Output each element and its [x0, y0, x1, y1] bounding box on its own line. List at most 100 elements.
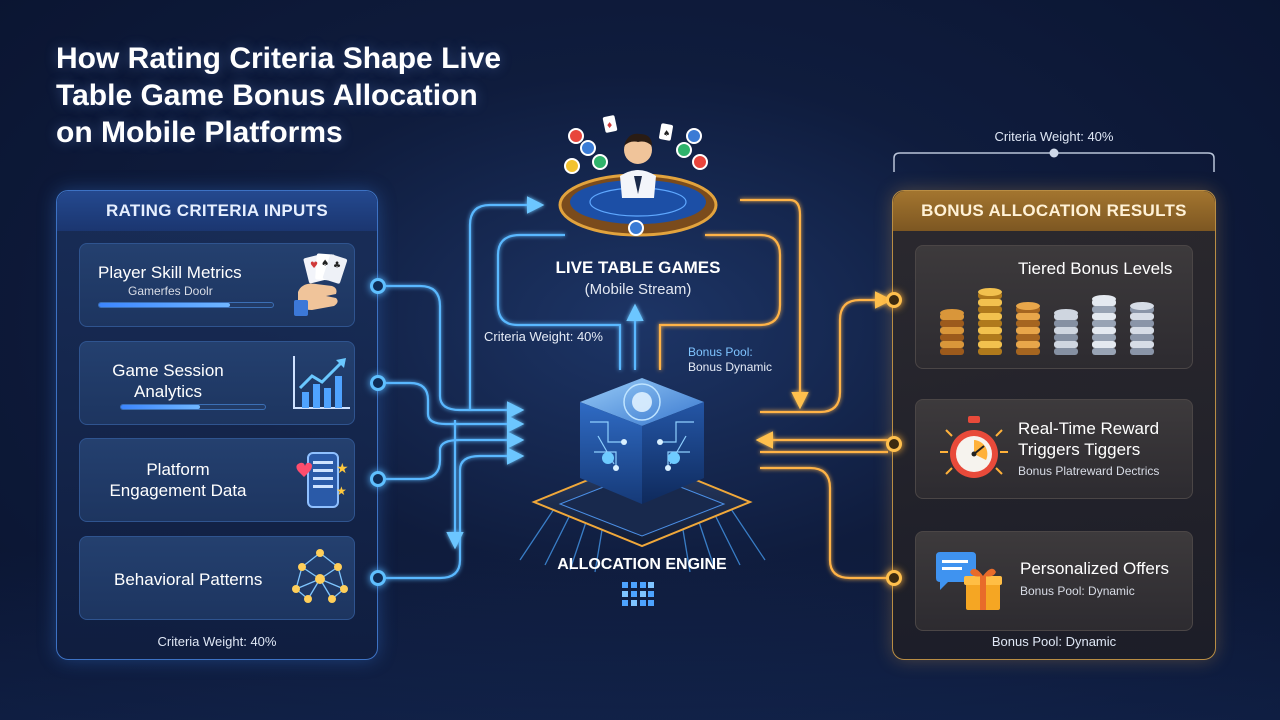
rating-criteria-header: RATING CRITERIA INPUTS	[57, 191, 377, 231]
weight-slider-bracket	[893, 148, 1215, 172]
coin	[940, 334, 964, 341]
port-tiered[interactable]	[886, 292, 902, 308]
port-engagement[interactable]	[370, 471, 386, 487]
coin	[1054, 320, 1078, 327]
coin	[978, 348, 1002, 355]
coin	[1016, 334, 1040, 341]
svg-text:★: ★	[336, 461, 349, 477]
ai-cube-chip-icon	[531, 378, 753, 548]
analytics-progress-bar	[120, 404, 266, 410]
coin	[940, 341, 964, 348]
card-title: Tiered Bonus Levels	[1018, 259, 1173, 278]
criteria-weight-footer: Criteria Weight: 40%	[157, 634, 277, 649]
coin	[1016, 313, 1040, 320]
port-skill[interactable]	[370, 278, 386, 294]
card-title-line-2: Analytics	[133, 382, 203, 401]
network-nodes-icon	[292, 549, 348, 603]
bonus-allocation-header: BONUS ALLOCATION RESULTS	[893, 191, 1215, 231]
coin	[1130, 348, 1154, 355]
wire-analytics-to-engine	[386, 381, 525, 433]
wire-engagement-to-engine	[386, 431, 525, 481]
card-game-session-analytics[interactable]: Game Session Analytics	[79, 341, 355, 425]
card-real-time-reward-triggers[interactable]: Real-Time Reward Triggers Tiggers Bonus …	[915, 399, 1193, 499]
coin	[978, 341, 1002, 348]
port-analytics[interactable]	[370, 375, 386, 391]
wire-engine-to-tiered	[760, 291, 893, 414]
skill-progress-bar	[98, 302, 274, 308]
svg-text:♦: ♦	[606, 121, 613, 130]
bonus-allocation-panel: BONUS ALLOCATION RESULTS Tiered Bonus Le…	[892, 190, 1216, 660]
coin	[1092, 327, 1116, 334]
coin	[1130, 327, 1154, 334]
card-subtitle: Bonus Platreward Dectrics	[1018, 464, 1160, 478]
rising-bar-chart-icon	[293, 356, 350, 409]
title-line-3: on Mobile Platforms	[56, 116, 343, 149]
wire-behavioral-to-engine	[386, 447, 525, 580]
coin-stack-top	[1016, 302, 1040, 310]
coin	[1054, 334, 1078, 341]
coin	[940, 320, 964, 327]
coin	[978, 299, 1002, 306]
wire-gold-up-right	[740, 198, 809, 410]
coin	[1054, 341, 1078, 348]
coin-stack-top	[940, 309, 964, 317]
live-table-subtitle: (Mobile Stream)	[584, 281, 692, 298]
card-title-line-2: Triggers Tiggers	[1018, 440, 1141, 459]
port-behavioral[interactable]	[370, 570, 386, 586]
card-title: Real-Time Reward Triggers Tiggers	[1018, 418, 1159, 460]
coin	[1016, 327, 1040, 334]
coin	[1092, 334, 1116, 341]
coin-stack-top	[1054, 309, 1078, 317]
bonus-pool-footer: Bonus Pool: Dynamic	[991, 634, 1117, 649]
allocation-engine-label: ALLOCATION ENGINE	[557, 556, 727, 573]
coin	[1130, 320, 1154, 327]
wire-table-left-loop	[496, 233, 622, 370]
card-subtitle: Bonus Pool: Dynamic	[1020, 584, 1135, 598]
wire-engine-to-offers	[760, 466, 888, 580]
wire-table-right-loop	[658, 233, 782, 370]
live-dealer-table-icon: ♦ ♠	[558, 115, 718, 237]
svg-text:★: ★	[336, 484, 347, 498]
coin	[1054, 348, 1078, 355]
analytics-progress-fill	[121, 405, 201, 409]
port-offers[interactable]	[886, 570, 902, 586]
card-title-line-1: Game Session	[112, 361, 224, 380]
live-table-title: LIVE TABLE GAMES	[555, 258, 721, 277]
card-player-skill-metrics[interactable]: Player Skill Metrics Gamerfes Doolr ♥ ♠ …	[79, 243, 355, 327]
coin	[978, 334, 1002, 341]
title-line-1: How Rating Criteria Shape Live	[56, 42, 502, 75]
stopwatch-icon	[940, 416, 1008, 478]
card-title-line-1: Platform	[146, 460, 210, 479]
card-platform-engagement-data[interactable]: Platform Engagement Data ★ ★	[79, 438, 355, 522]
card-subtitle: Gamerfes Doolr	[128, 284, 213, 298]
card-tiered-bonus-levels[interactable]: Tiered Bonus Levels	[915, 245, 1193, 369]
wire-left-to-table	[468, 196, 545, 410]
coin	[1054, 327, 1078, 334]
svg-text:♥: ♥	[310, 261, 318, 271]
rating-criteria-panel: RATING CRITERIA INPUTS Player Skill Metr…	[56, 190, 378, 660]
coin	[1092, 313, 1116, 320]
coin-stack-top	[978, 288, 1002, 296]
live-table-games-label: LIVE TABLE GAMES (Mobile Stream)	[540, 258, 736, 298]
coin	[1130, 334, 1154, 341]
mobile-phone-heart-star-icon: ★ ★	[296, 452, 349, 508]
coin	[978, 320, 1002, 327]
coin	[1092, 341, 1116, 348]
right-criteria-weight: Criteria Weight: 40%	[994, 129, 1114, 144]
port-realtime[interactable]	[886, 436, 902, 452]
coin	[1092, 306, 1116, 313]
skill-progress-fill	[99, 303, 230, 307]
card-behavioral-patterns[interactable]: Behavioral Patterns	[79, 536, 355, 620]
coin	[978, 327, 1002, 334]
card-title: Player Skill Metrics	[98, 263, 242, 282]
card-title: Game Session Analytics	[80, 360, 256, 402]
card-title-line-1: Real-Time Reward	[1018, 419, 1160, 438]
coin	[978, 306, 1002, 313]
page-title: How Rating Criteria Shape Live Table Gam…	[56, 40, 616, 151]
center-bonus-pool: Bonus Pool: Bonus Dynamic	[688, 345, 772, 375]
coin-stacks-icon	[940, 288, 1154, 355]
card-personalized-offers[interactable]: Personalized Offers Bonus Pool: Dynamic	[915, 531, 1193, 631]
coin	[1016, 341, 1040, 348]
coin-stack-top	[1130, 302, 1154, 310]
